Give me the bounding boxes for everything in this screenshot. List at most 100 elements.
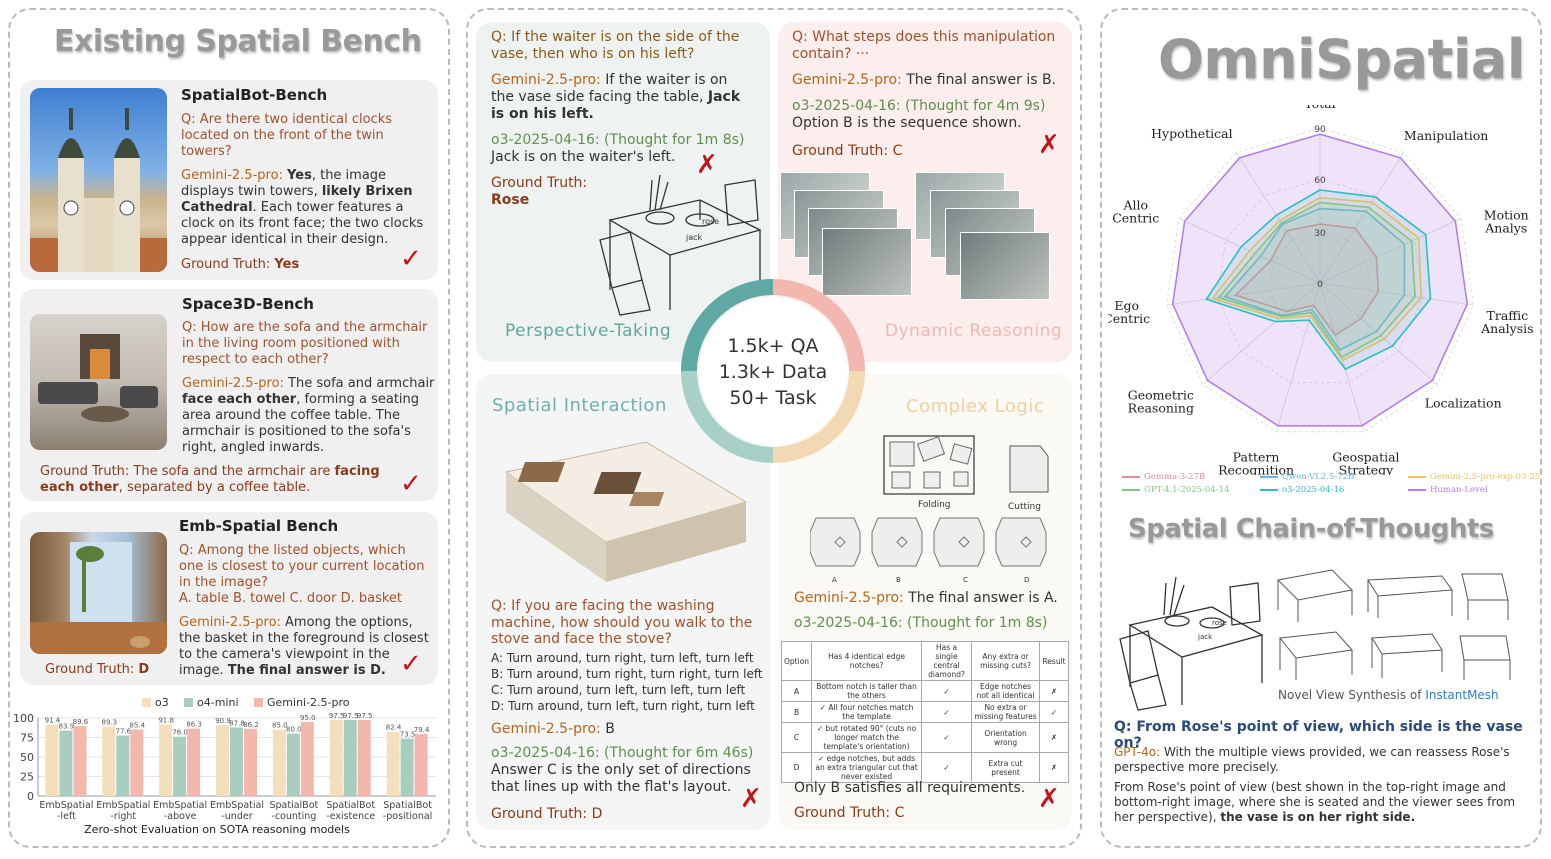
instantmesh-link[interactable]: InstantMesh — [1425, 688, 1499, 702]
radar-series — [1223, 207, 1406, 351]
x-tick-label: SpatialBot — [269, 800, 318, 811]
logic-summary: Only B satisfies all requirements. — [794, 780, 1026, 796]
opt-a-label: A — [832, 576, 837, 584]
qa-count: 1.5k+ QA — [727, 335, 819, 357]
apartment-icon — [504, 441, 748, 582]
left-title: Existing Spatial Bench — [54, 24, 422, 59]
bar — [286, 733, 300, 796]
card-title: Space3D-Bench — [182, 295, 314, 313]
question-text: Q: How are the sofa and the armchair in … — [182, 320, 428, 367]
table-header: Result — [1039, 641, 1069, 681]
novel-views-icon — [1276, 569, 1511, 680]
table-row: B✓ All four notches match the template✓N… — [780, 701, 1069, 723]
radar-axis-label: Pattern — [1233, 449, 1280, 464]
data-label: 95.0 — [300, 714, 316, 722]
ground-truth: Ground Truth: The sofa and the armchair … — [40, 464, 380, 495]
bar — [414, 734, 428, 796]
check-icon: ✓ — [400, 649, 422, 679]
rose-label: rose — [702, 217, 719, 226]
room-image — [30, 532, 167, 654]
x-tick-label: -under — [221, 811, 252, 822]
y-tick-label: 100 — [13, 712, 34, 725]
data-label: 97.5 — [343, 712, 359, 720]
cross-icon: ✗ — [740, 784, 762, 814]
interaction-options: A: Turn around, turn right, turn left, t… — [491, 650, 763, 714]
y-tick-label: 0 — [27, 790, 34, 803]
table-header: Option — [780, 641, 813, 681]
data-label: 82.4 — [386, 724, 402, 732]
bar — [130, 729, 144, 796]
radar-axis-label: Geometric — [1128, 388, 1194, 403]
check-icon: ✓ — [400, 469, 422, 499]
legend-item: Qwen-VL2.5-72B — [1260, 472, 1354, 482]
x-tick-label: EmbSpatial — [210, 800, 264, 811]
interaction-o3: o3-2025-04-16: (Thought for 6m 46s)Answe… — [491, 745, 754, 795]
perspective-gt: Ground Truth:Rose — [491, 175, 588, 208]
radar-spoke — [1319, 152, 1405, 284]
radar-axis-label: Localization — [1425, 396, 1502, 411]
data-label: 91.4 — [45, 717, 61, 725]
data-label: 76.0 — [172, 729, 188, 737]
data-label: 83.9 — [59, 723, 75, 731]
bar — [45, 724, 59, 796]
x-tick-label: -existence — [326, 811, 375, 822]
answer-text: Gemini-2.5-pro: The sofa and armchair fa… — [182, 376, 435, 455]
radar-tick: 0 — [1317, 280, 1323, 290]
radar-tick: 90 — [1314, 125, 1326, 135]
x-tick-label: -above — [164, 811, 197, 822]
logic-gemini: Gemini-2.5-pro: The final answer is A. — [794, 590, 1058, 606]
data-label: 89.3 — [101, 718, 117, 726]
chart-caption: Zero-shot Evaluation on SOTA reasoning m… — [84, 823, 350, 836]
radar-axis-label: Centric — [1108, 311, 1150, 326]
dynamic-question: Q: What steps does this manipulation con… — [792, 29, 1056, 62]
doorway-icon — [30, 542, 167, 654]
radar-grid — [1166, 127, 1474, 433]
radar-axis-label: Manipulation — [1404, 128, 1488, 143]
cathedral-image — [30, 88, 167, 272]
perspective-label: Perspective-Taking — [505, 321, 672, 341]
radar-series — [1205, 189, 1432, 371]
legend-item: Human-Level — [1408, 485, 1488, 495]
data-label: 85.4 — [129, 721, 145, 729]
cross-icon: ✗ — [1038, 130, 1060, 160]
radar-axis-label: Recognition — [1218, 462, 1294, 475]
question-text: Q: Among the listed objects, which one i… — [179, 543, 425, 606]
radar-axis-label: Ego — [1114, 298, 1139, 313]
radar-series — [1217, 201, 1416, 359]
space3d-card: Space3D-Bench Q: How are the sofa and th… — [20, 289, 438, 501]
y-tick-label: 25 — [20, 771, 34, 784]
logic-o3: o3-2025-04-16: (Thought for 1m 8s) — [794, 615, 1048, 631]
bar — [187, 728, 201, 796]
x-tick-label: -right — [110, 811, 136, 822]
right-panel — [1100, 8, 1542, 848]
final-answer: From Rose's point of view (best shown in… — [1114, 780, 1516, 824]
interaction-question: Q: If you are facing the washing machine… — [491, 598, 753, 647]
answer-text: Gemini-2.5-pro: Among the options, the b… — [179, 615, 429, 678]
perspective-o3: o3-2025-04-16: (Thought for 1m 8s)Jack i… — [491, 132, 745, 165]
radar-axis-label: Analys — [1484, 220, 1527, 235]
bar — [173, 736, 187, 796]
radar-spoke — [1319, 282, 1438, 385]
table-header: Has a single central diamond? — [921, 641, 973, 681]
living-room-image — [30, 314, 167, 450]
data-label: 91.8 — [158, 716, 174, 724]
bar — [386, 731, 400, 796]
legend-item: o3-2025-04-16 — [1260, 485, 1344, 495]
radar-axis-label: Motion — [1484, 207, 1529, 222]
radar-grid — [1268, 231, 1372, 333]
radar-spoke — [1319, 218, 1462, 284]
bar — [230, 727, 243, 796]
rose-label: rose — [1212, 619, 1227, 627]
nvs-caption: Novel View Synthesis of InstantMesh — [1278, 688, 1499, 702]
x-tick-label: EmbSpatial — [39, 800, 93, 811]
bar — [116, 735, 130, 796]
data-label: 85.0 — [272, 722, 288, 730]
cot-table-icon: rose jack — [1119, 576, 1264, 711]
folding-icon: Folding Cutting — [883, 435, 1049, 512]
x-tick-label: -left — [57, 811, 76, 822]
right-title: OmniSpatial — [1158, 28, 1525, 91]
table-chairs-icon: rose jack — [599, 174, 762, 316]
data-label: 97.5 — [329, 712, 345, 720]
